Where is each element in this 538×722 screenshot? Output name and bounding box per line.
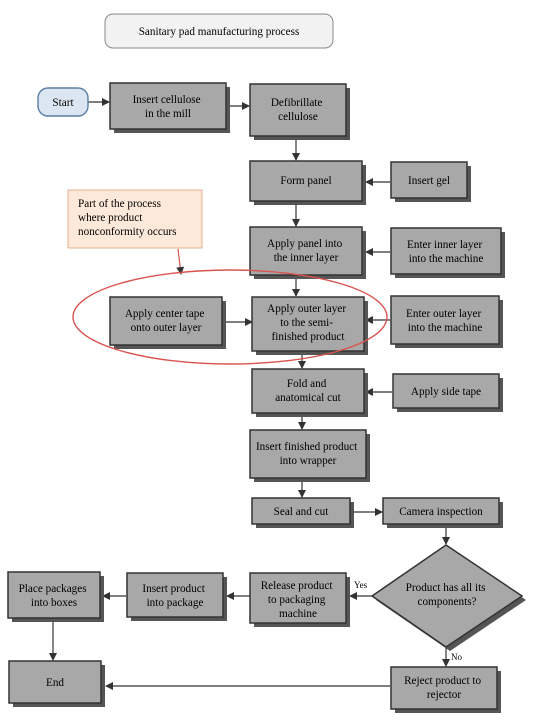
svg-text:Seal and cut: Seal and cut — [274, 506, 330, 518]
edge-label-no: No — [451, 652, 462, 662]
svg-text:Apply center tape onto o: Apply center tape onto outer layer — [125, 308, 207, 334]
node-apply-panel: Apply panel into the inner layer — [249, 226, 366, 279]
svg-text:Product has all its comp: Product has all its components? — [406, 582, 489, 608]
node-fold-cut: Fold and anatomical cut — [251, 368, 368, 417]
svg-text:Insert gel: Insert gel — [408, 175, 450, 187]
svg-text:Start: Start — [52, 97, 74, 109]
node-insert-wrapper: Insert finished product into wrapper — [249, 429, 370, 482]
edge-label-yes: Yes — [354, 580, 368, 590]
node-decision: Product has all its components? — [370, 544, 526, 651]
svg-text:Form panel: Form panel — [280, 175, 331, 187]
annotation-note: Part of the process where product noncon… — [67, 189, 203, 249]
node-reject: Reject product to rejector — [390, 666, 501, 713]
node-place-boxes: Place packages into boxes — [7, 571, 104, 622]
svg-text:End: End — [46, 677, 64, 689]
node-release: Release product to packaging machine — [249, 572, 350, 627]
svg-text:Reject product to reject: Reject product to rejector — [404, 675, 484, 701]
svg-text:Fold and anatomical cut: Fold and anatomical cut — [275, 378, 341, 404]
node-insert-cellulose: Insert cellulose in the mill — [109, 82, 230, 133]
node-apply-side-tape: Apply side tape — [392, 373, 503, 412]
svg-text:Release product to packa: Release product to packaging machine — [261, 580, 336, 620]
svg-text:Enter inner layer into t: Enter inner layer into the machine — [407, 239, 485, 265]
svg-text:Insert product into pack: Insert product into package — [142, 583, 207, 609]
node-seal-cut: Seal and cut — [251, 497, 354, 528]
svg-text:Insert cellulose in the: Insert cellulose in the mill — [133, 94, 204, 120]
node-end: End — [8, 660, 105, 707]
svg-text:Enter outer layer into t: Enter outer layer into the machine — [406, 308, 484, 334]
svg-text:Apply side tape: Apply side tape — [411, 386, 481, 398]
node-insert-package: Insert product into package — [126, 572, 227, 621]
node-camera-inspection: Camera inspection — [382, 497, 503, 528]
svg-text:Insert finished product: Insert finished product into wrapper — [256, 441, 360, 467]
svg-text:Apply panel into the inn: Apply panel into the inner layer — [267, 238, 345, 264]
annotation-text: Part of the process where product noncon… — [78, 198, 177, 238]
svg-text:Place packages into boxe: Place packages into boxes — [19, 583, 90, 609]
node-defibrillate: Defibrillate cellulose — [249, 83, 350, 140]
node-enter-outer: Enter outer layer into the machine — [390, 295, 503, 348]
node-apply-center-tape: Apply center tape onto outer layer — [109, 296, 226, 349]
svg-text:Defibrillate cellulose: Defibrillate cellulose — [271, 97, 325, 123]
node-apply-outer: Apply outer layer to the semi- finished … — [251, 296, 368, 355]
node-insert-gel: Insert gel — [390, 161, 471, 202]
node-form-panel: Form panel — [249, 160, 366, 205]
node-enter-inner: Enter inner layer into the machine — [390, 227, 505, 278]
node-start: Start — [37, 87, 89, 117]
nonconformity-highlight — [72, 269, 388, 365]
diagram-title: Sanitary pad manufacturing process — [104, 13, 334, 49]
svg-text:Camera inspection: Camera inspection — [399, 506, 483, 518]
title-text: Sanitary pad manufacturing process — [139, 26, 300, 38]
edge-annotation-pointer — [176, 248, 185, 275]
svg-text:Apply outer layer to the: Apply outer layer to the semi- finished … — [267, 303, 349, 343]
